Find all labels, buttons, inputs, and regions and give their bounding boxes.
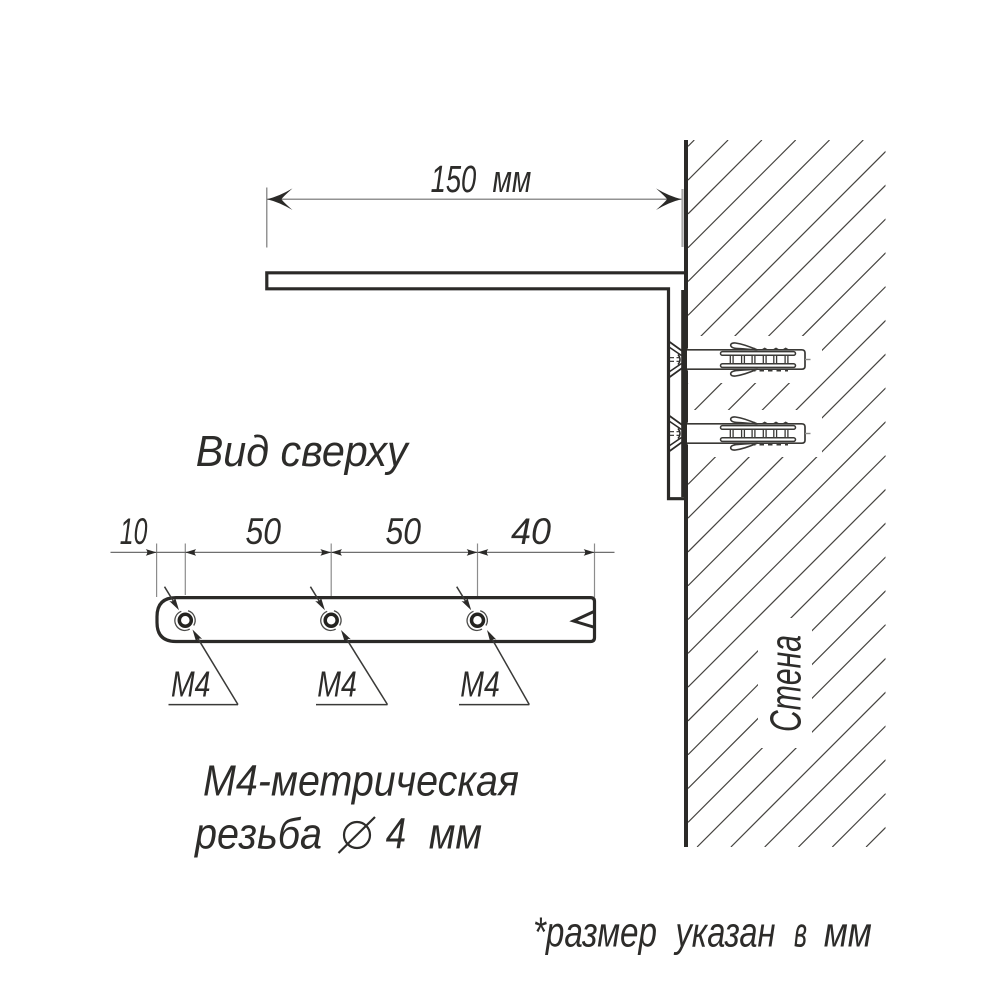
svg-text:50: 50 (246, 511, 282, 552)
svg-text:*размер: *размер (533, 909, 657, 956)
svg-text:в: в (794, 909, 807, 956)
svg-text:М4: М4 (171, 663, 211, 704)
svg-text:150: 150 (431, 159, 477, 201)
svg-text:4: 4 (386, 810, 406, 859)
svg-text:40: 40 (511, 511, 551, 552)
svg-text:Стена: Стена (762, 635, 811, 732)
svg-text:мм: мм (493, 159, 532, 201)
svg-text:мм: мм (429, 810, 482, 859)
svg-text:резьба: резьба (193, 810, 322, 859)
svg-text:Вид сверху: Вид сверху (196, 427, 411, 476)
svg-text:50: 50 (386, 511, 422, 552)
svg-text:М4-метрическая: М4-метрическая (203, 757, 519, 806)
svg-text:М4: М4 (460, 663, 500, 704)
svg-text:мм: мм (824, 909, 872, 956)
svg-text:М4: М4 (317, 663, 357, 704)
svg-text:10: 10 (120, 511, 148, 552)
svg-text:указан: указан (673, 909, 775, 956)
